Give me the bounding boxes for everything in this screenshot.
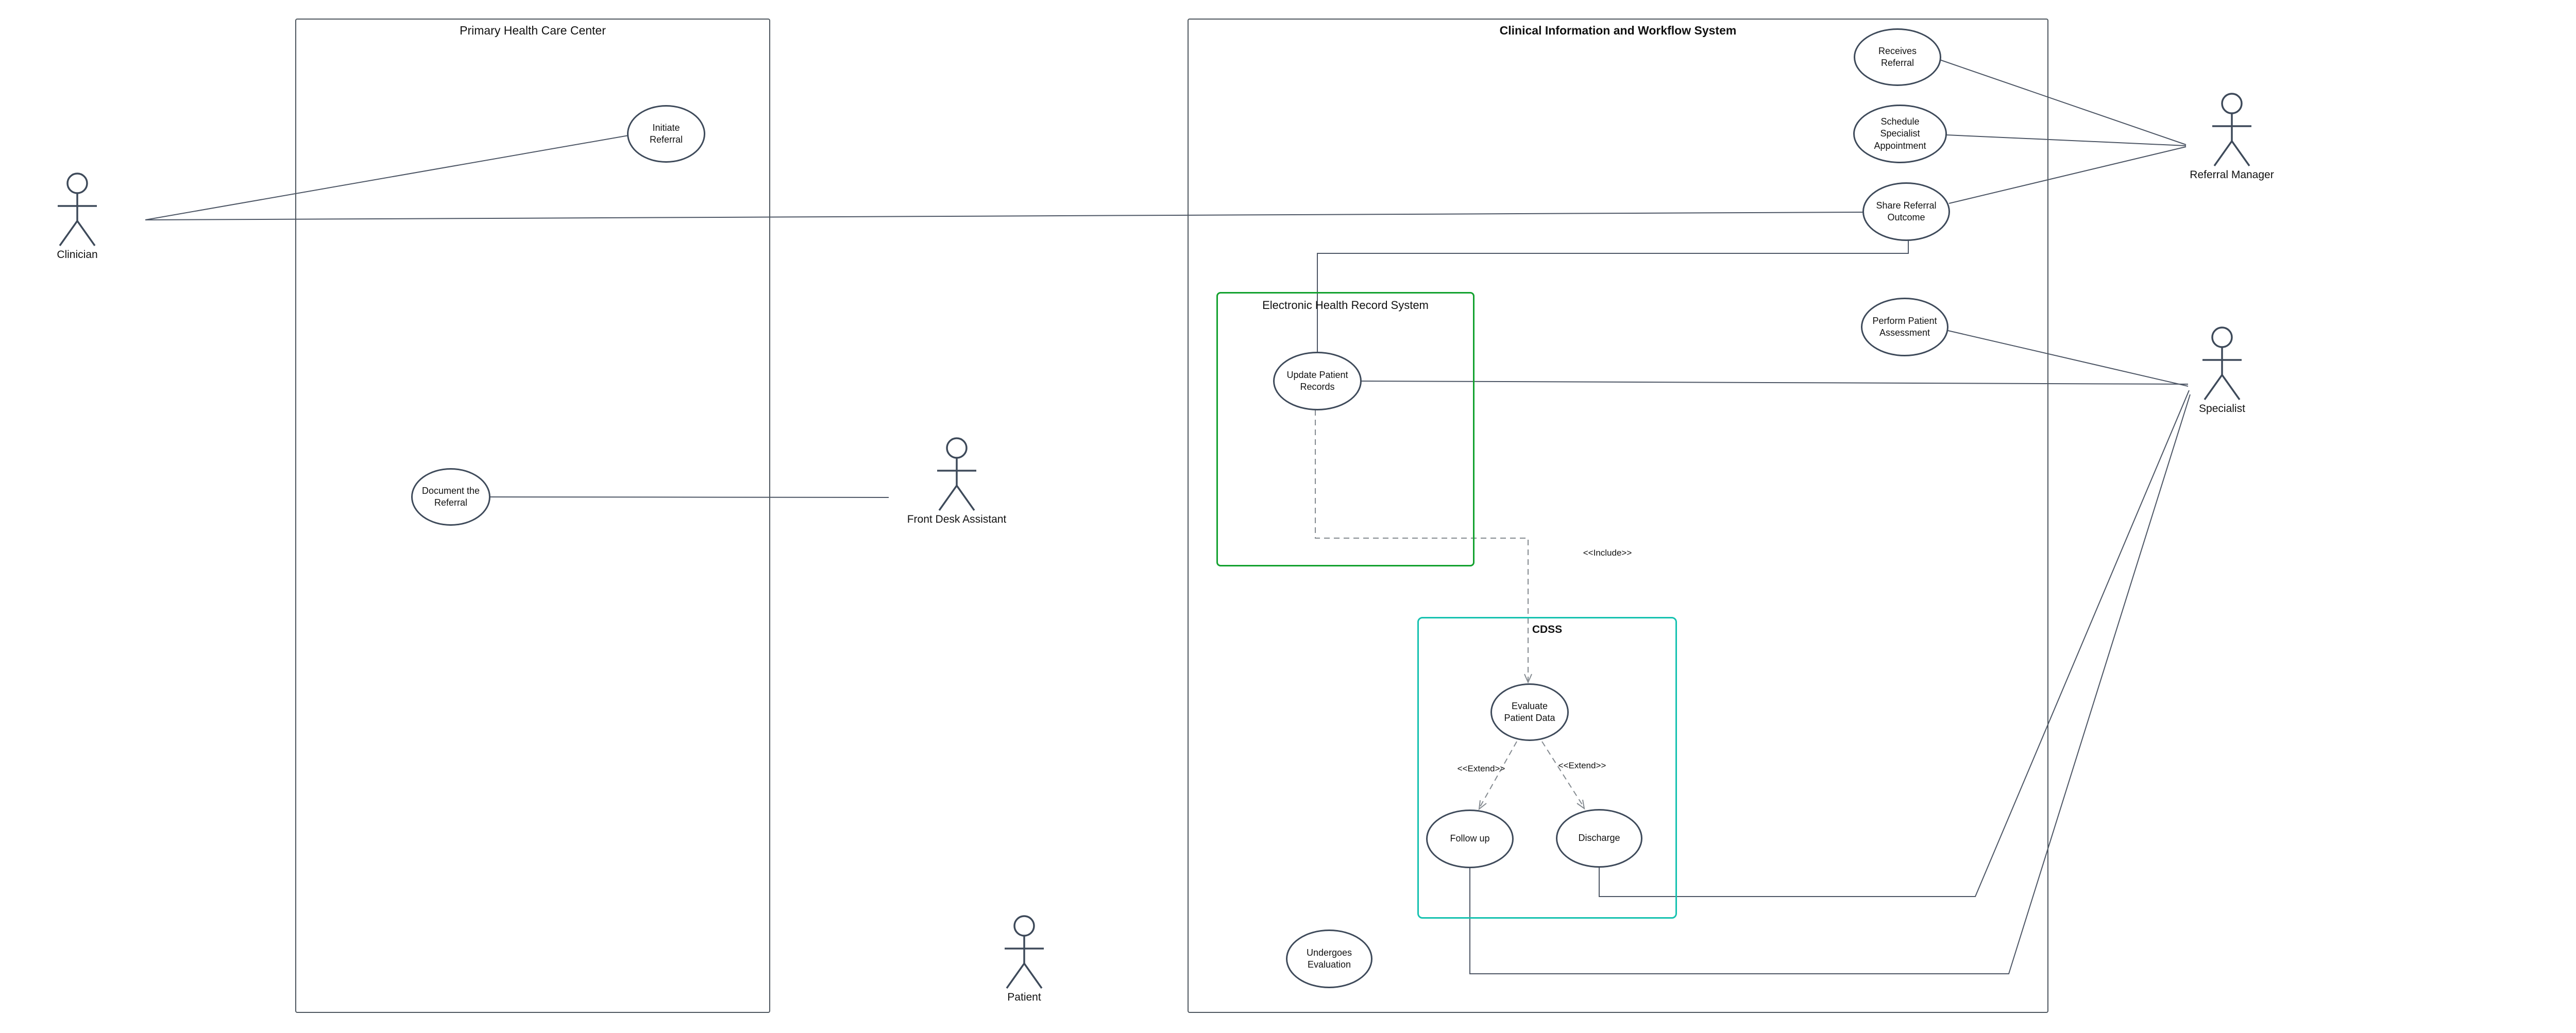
usecase-label: Schedule Specialist Appointment [1874, 116, 1926, 151]
subsystem-title: CDSS [1532, 624, 1563, 635]
stereotype-include-label: <<Include>> [1583, 548, 1632, 558]
actor-clinician: Clinician [21, 172, 134, 261]
subsystem-boundary-cdss: CDSS [1417, 617, 1677, 919]
stick-figure-icon [58, 173, 97, 247]
usecase-label: Share Referral Outcome [1876, 200, 1937, 222]
usecase-evaluate-patient-data: Evaluate Patient Data [1490, 683, 1569, 741]
actor-specialist: Specialist [2165, 326, 2279, 415]
subsystem-boundary-ehr: Electronic Health Record System [1216, 292, 1475, 566]
usecase-label: Follow up [1450, 833, 1490, 844]
usecase-schedule-specialist-appointment: Schedule Specialist Appointment [1853, 105, 1947, 163]
usecase-label: Perform Patient Assessment [1872, 315, 1937, 338]
boundary-title: Clinical Information and Workflow System [1499, 24, 1737, 37]
usecase-update-patient-records: Update Patient Records [1273, 352, 1362, 410]
usecase-follow-up: Follow up [1426, 810, 1514, 868]
actor-name: Patient [1007, 991, 1041, 1003]
usecase-discharge: Discharge [1556, 809, 1642, 868]
usecase-undergoes-evaluation: Undergoes Evaluation [1286, 929, 1372, 988]
usecase-label: Update Patient Records [1286, 369, 1348, 392]
usecase-label: Undergoes Evaluation [1306, 947, 1352, 970]
stick-figure-icon [937, 437, 976, 511]
usecase-receives-referral: Receives Referral [1854, 28, 1941, 86]
stick-figure-icon [1005, 915, 1044, 989]
usecase-label: Document the Referral [421, 485, 480, 508]
actor-front-desk-assistant: Front Desk Assistant [900, 437, 1013, 526]
stereotype-extend-right-label: <<Extend>> [1558, 761, 1606, 770]
usecase-share-referral-outcome: Share Referral Outcome [1862, 182, 1950, 241]
usecase-perform-patient-assessment: Perform Patient Assessment [1861, 298, 1948, 356]
actor-referral-manager: Referral Manager [2175, 92, 2289, 181]
usecase-document-the-referral: Document the Referral [411, 468, 490, 526]
boundary-title: Primary Health Care Center [460, 24, 606, 37]
actor-name: Referral Manager [2190, 169, 2274, 181]
actor-patient: Patient [968, 915, 1081, 1004]
stereotype-extend-left-label: <<Extend>> [1457, 764, 1505, 773]
usecase-label: Discharge [1578, 833, 1620, 843]
actor-name: Specialist [2199, 403, 2245, 415]
stick-figure-icon [2202, 326, 2242, 401]
usecase-initiate-referral: Initiate Referral [627, 105, 705, 163]
subsystem-title: Electronic Health Record System [1262, 299, 1429, 312]
usecase-label: Receives Referral [1878, 45, 1917, 68]
stick-figure-icon [2212, 93, 2251, 167]
usecase-label: Evaluate Patient Data [1504, 700, 1555, 723]
actor-name: Clinician [57, 249, 98, 261]
system-boundary-clinical-information-workflow: Clinical Information and Workflow System [1188, 19, 2048, 1013]
system-boundary-primary-health-care-center: Primary Health Care Center [295, 19, 770, 1013]
actor-name: Front Desk Assistant [907, 513, 1007, 525]
usecase-label: Initiate Referral [649, 122, 683, 145]
